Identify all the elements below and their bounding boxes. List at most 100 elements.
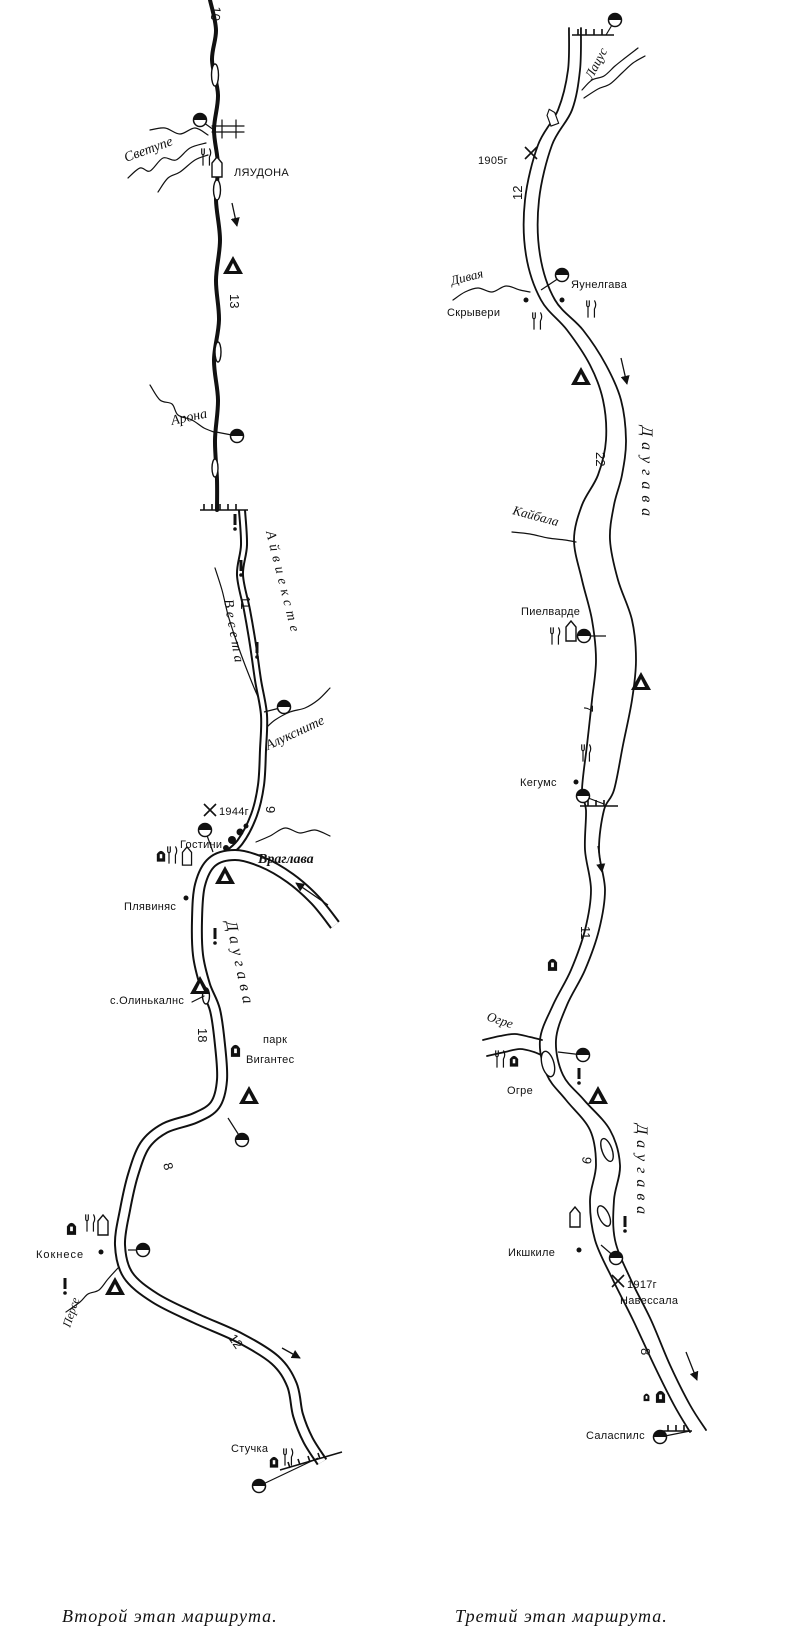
monument-icon	[66, 1222, 77, 1235]
building-icon	[565, 620, 577, 642]
stage-boundary-bar	[572, 29, 614, 36]
km-label: 8	[160, 1161, 176, 1172]
town-label-gostini: Гостини	[180, 839, 222, 851]
landing-icon	[554, 267, 570, 283]
monument-icon	[156, 850, 166, 862]
river-island	[211, 458, 219, 478]
town-label-salaspils: Саласпилс	[586, 1430, 645, 1442]
town-dot	[183, 895, 189, 901]
battle-year-label: 1917г	[627, 1279, 657, 1291]
landing-icon	[192, 112, 208, 128]
bridge	[211, 119, 245, 139]
right-map-caption: Третий этап маршрута.	[455, 1606, 668, 1626]
town-label-jaunelgava: Яунелгава	[571, 279, 628, 291]
perse-river	[65, 1267, 119, 1313]
veseta-river	[214, 567, 263, 706]
fork-knife-icon	[201, 148, 212, 166]
stage-boundary-bar	[580, 800, 618, 807]
lacus-river	[581, 47, 639, 91]
river-label-daugava-upper: Даугава	[638, 424, 655, 522]
flow-arrow-icon	[230, 202, 240, 227]
landing-icon	[607, 12, 623, 28]
km-label: 9	[579, 1155, 595, 1165]
fork-knife-icon	[167, 846, 178, 864]
town-label-stuchka: Стучка	[231, 1443, 269, 1455]
river-label-divaya: Дивая	[447, 265, 484, 288]
ogre-river-bank	[486, 1048, 544, 1057]
camp-icon	[215, 866, 235, 884]
km-label: 13	[227, 294, 242, 308]
daugava-river-water	[115, 851, 339, 1465]
fork-knife-icon	[586, 300, 597, 318]
river-label-svetupe: Светупе	[122, 134, 175, 165]
camp-icon	[588, 1086, 608, 1104]
town-label-skriveri: Скрывери	[447, 307, 500, 319]
km-label: 7	[581, 705, 596, 712]
town-label-koknese: Кокнесе	[36, 1249, 84, 1261]
arona-river	[149, 384, 215, 433]
warning-icon	[623, 1216, 627, 1233]
town-label-plyavinyas: Плявиняс	[124, 901, 176, 913]
leader-line	[258, 1457, 319, 1487]
warning-icon	[63, 1278, 67, 1295]
building-icon	[544, 107, 560, 127]
flow-arrow-icon	[685, 1351, 699, 1381]
town-label-pielvarde: Пиелварде	[521, 606, 580, 618]
warning-icon	[213, 928, 217, 945]
olinkalns-leader	[191, 995, 205, 1003]
battle-year-label: 1905г	[478, 155, 508, 167]
divaya-river	[452, 285, 531, 301]
flow-arrow-icon	[281, 1347, 301, 1359]
landing-icon	[608, 1250, 624, 1266]
stage-boundary-bar	[662, 1425, 692, 1432]
town-label-liaudona: ЛЯУДОНА	[234, 167, 289, 179]
river-island	[214, 341, 222, 363]
river-label-kaibala: Кайбала	[510, 502, 561, 529]
km-label: 12	[226, 1331, 247, 1351]
river-label-ogre: Огре	[485, 1009, 515, 1032]
landing-icon	[575, 788, 591, 804]
svetupe-branch	[149, 127, 209, 136]
river-label-aluksnite: Алуксните	[262, 713, 327, 754]
left-map: 10 Светупе ЛЯУДОНА 13 Арона Айвиексте 11…	[36, 0, 343, 1494]
aiviekste-river-water	[220, 509, 267, 860]
monument-icon	[547, 958, 558, 971]
monument-icon	[269, 1456, 279, 1468]
landing-icon	[575, 1047, 591, 1063]
town-dot	[559, 297, 565, 303]
km-label: 18	[195, 1028, 210, 1042]
warning-icon	[239, 560, 243, 577]
landing-icon	[576, 628, 592, 644]
town-label-olinkalns: с.Олинькалнс	[110, 995, 184, 1007]
river-label-perse: Персе	[59, 1295, 82, 1330]
km-label: 9	[263, 806, 278, 813]
lacus-river-bank	[583, 55, 646, 99]
flow-arrow-icon	[295, 882, 329, 906]
park-name-label: Вигантес	[246, 1054, 295, 1066]
landing-icon	[229, 428, 245, 444]
camp-icon	[223, 256, 243, 274]
fork-knife-icon	[532, 312, 543, 330]
town-label-ikshkile: Икшкиле	[508, 1247, 555, 1259]
landing-icon	[276, 699, 292, 715]
km-label: 12	[510, 186, 525, 200]
river-label-daugava-lower: Даугава	[633, 1122, 650, 1220]
river-label-vraglava: Враглава	[257, 852, 314, 867]
fork-knife-icon	[85, 1214, 96, 1232]
km-label: 22	[593, 452, 608, 466]
landing-icon	[251, 1478, 267, 1494]
stage-boundary-bar	[200, 504, 248, 511]
river-label-daugava: Даугава	[222, 917, 258, 1010]
river-island	[596, 1205, 612, 1227]
vraglava-river	[255, 827, 331, 843]
km-label: 8	[638, 1348, 653, 1355]
svetupe-river	[127, 142, 207, 179]
monument-icon	[643, 1393, 650, 1402]
ogre-island	[540, 1050, 556, 1078]
park-label: парк	[263, 1034, 287, 1046]
right-map: Лацус 1905г 12 Дивая Яунелгава Скрывери …	[447, 12, 707, 1445]
svetupe-stream	[157, 154, 209, 193]
building-icon	[211, 156, 223, 178]
camp-icon	[571, 367, 591, 385]
